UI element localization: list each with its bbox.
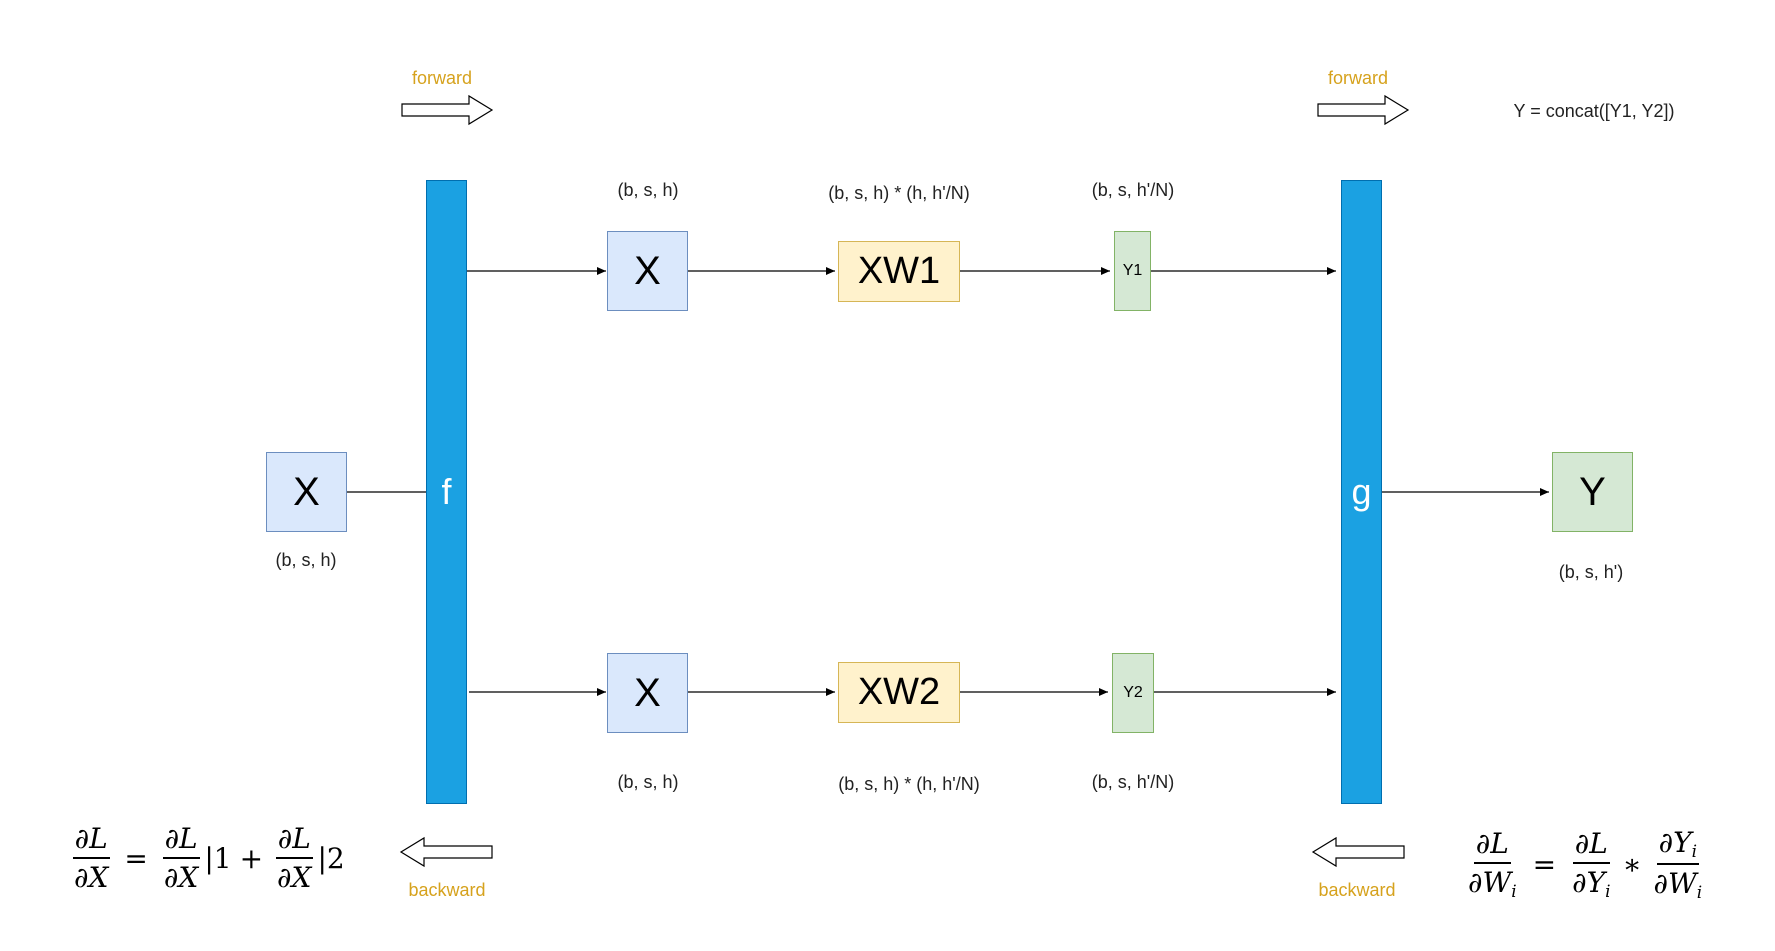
output-y-shape: (b, s, h'): [1558, 562, 1624, 582]
frac-dL-dX-2: ∂L ∂X: [275, 822, 313, 894]
top-x-label: X: [634, 248, 661, 293]
bottom-w-shape: (b, s, h) * (h, h'/N): [838, 774, 980, 794]
output-y-label: Y: [1579, 469, 1606, 514]
forward-arrow-right: [1317, 94, 1410, 126]
g-bar-label: g: [1351, 471, 1372, 512]
backward-arrow-left: [399, 836, 493, 868]
backward-label-left: backward: [408, 880, 486, 900]
input-x-label: X: [293, 469, 320, 514]
y1-label: Y1: [1122, 262, 1143, 279]
input-x-shape: (b, s, h): [275, 550, 337, 570]
xw1-node: XW1: [838, 241, 960, 302]
bottom-x-shape: (b, s, h): [617, 772, 679, 792]
backward-formula-left: ∂L ∂X = ∂L ∂X |1 + ∂L ∂X |2: [72, 822, 345, 894]
f-bar-label: f: [441, 471, 452, 512]
top-y-shape: (b, s, h'/N): [1091, 180, 1175, 200]
frac-dL-dX: ∂L ∂X: [72, 822, 110, 894]
y2-label: Y2: [1123, 684, 1143, 701]
y1-node: Y1: [1114, 231, 1151, 311]
concat-equation: Y = concat([Y1, Y2]): [1513, 101, 1675, 121]
g-concat-bar: g: [1341, 180, 1382, 804]
frac-dL-dYi: ∂L ∂Yi: [1572, 827, 1611, 902]
top-x-shape: (b, s, h): [617, 180, 679, 200]
xw2-node: XW2: [838, 662, 960, 723]
f-split-bar: f: [426, 180, 467, 804]
forward-arrow-left: [401, 94, 494, 126]
bottom-x-node: X: [607, 653, 688, 733]
backward-formula-right: ∂L ∂Wi = ∂L ∂Yi ∗ ∂Yi ∂Wi: [1468, 826, 1703, 903]
xw2-label: XW2: [857, 671, 941, 713]
y2-node: Y2: [1112, 653, 1154, 733]
top-x-node: X: [607, 231, 688, 311]
backward-arrow-right: [1311, 836, 1405, 868]
frac-dL-dWi: ∂L ∂Wi: [1468, 827, 1517, 902]
frac-dL-dX-1: ∂L ∂X: [162, 822, 200, 894]
output-y-node: Y: [1552, 452, 1633, 532]
xw1-label: XW1: [857, 250, 941, 292]
bottom-y-shape: (b, s, h'/N): [1091, 772, 1175, 792]
bottom-x-label: X: [634, 670, 661, 715]
forward-label-right: forward: [1327, 68, 1389, 88]
backward-label-right: backward: [1318, 880, 1396, 900]
top-w-shape: (b, s, h) * (h, h'/N): [828, 183, 970, 203]
forward-label-left: forward: [411, 68, 473, 88]
input-x-node: X: [266, 452, 347, 532]
frac-dYi-dWi: ∂Yi ∂Wi: [1653, 826, 1703, 903]
